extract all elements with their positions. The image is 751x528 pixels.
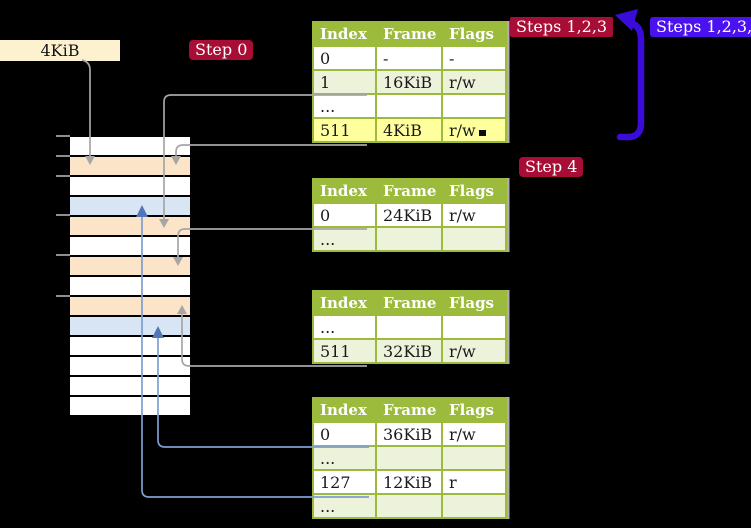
cell-flags [441, 445, 507, 471]
cell-flags [441, 314, 507, 340]
table-row: 1 16KiB r/w [312, 69, 507, 95]
cell-frame: 36KiB [375, 421, 443, 447]
cell-flags: r/w [441, 69, 507, 95]
memory-frame-row [70, 157, 190, 175]
arrow-l4entry511-to-4kib [175, 144, 367, 156]
table-row: ... [312, 93, 507, 119]
cell-index: ... [312, 226, 377, 252]
table-header-row: Index Frame Flags [312, 178, 507, 204]
memory-frame-row [70, 197, 190, 215]
table-header-row: Index Frame Flags [312, 290, 507, 316]
physical-memory-column [70, 137, 190, 417]
arrowhead-upleft-icon [615, 9, 638, 31]
cell-flags: r/w [441, 202, 507, 228]
table-row: 0 - - [312, 45, 507, 71]
cell-frame [375, 93, 443, 119]
memory-frame-row [70, 317, 190, 335]
memory-tick-marks [56, 135, 70, 297]
col-header-frame: Frame [375, 290, 443, 316]
cell-index: 511 [312, 117, 377, 143]
steps123-badge: Steps 1,2,3 [510, 17, 614, 37]
table-header-row: Index Frame Flags [312, 397, 507, 423]
table-row: 511 32KiB r/w [312, 338, 507, 364]
cell-frame [375, 445, 443, 471]
table-header-row: Index Frame Flags [312, 21, 507, 47]
cell-index: 0 [312, 421, 377, 447]
cell-index: 127 [312, 469, 377, 495]
cell-flags: - [441, 45, 507, 71]
cell-index: 511 [312, 338, 377, 364]
table-row: ... [312, 314, 507, 340]
col-header-index: Index [312, 397, 377, 423]
page-table-level3: Index Frame Flags 0 24KiB r/w ... [312, 178, 507, 252]
recursive-loop-arrow-shaft [616, 19, 645, 141]
col-header-index: Index [312, 21, 377, 47]
cell-index: 1 [312, 69, 377, 95]
cell-frame: 4KiB [375, 117, 443, 143]
cell-flags: r [441, 469, 507, 495]
memory-frame-row [70, 397, 190, 415]
memory-frame-row [70, 337, 190, 355]
table-row: 0 24KiB r/w [312, 202, 507, 228]
step4-badge: Step 4 [519, 157, 584, 177]
memory-frame-row [70, 177, 190, 195]
memory-frame-row [70, 277, 190, 295]
col-header-flags: Flags [441, 397, 507, 423]
memory-frame-row [70, 237, 190, 255]
cell-flags: r/w [441, 117, 507, 143]
col-header-index: Index [312, 178, 377, 204]
col-header-flags: Flags [441, 178, 507, 204]
table-row: ... [312, 226, 507, 252]
cell-frame: 32KiB [375, 338, 443, 364]
steps1234-badge: Steps 1,2,3,4 [650, 17, 751, 37]
cell-flags [441, 493, 507, 519]
cell-flags: r/w [441, 421, 507, 447]
memory-frame-row [70, 377, 190, 395]
memory-frame-row [70, 137, 190, 155]
col-header-frame: Frame [375, 21, 443, 47]
cell-frame: 24KiB [375, 202, 443, 228]
table-row-highlighted: 511 4KiB r/w [312, 117, 507, 143]
page-table-level1: Index Frame Flags 0 36KiB r/w ... 127 12… [312, 397, 507, 519]
cell-index: ... [312, 314, 377, 340]
memory-frame-row [70, 297, 190, 315]
cell-index: ... [312, 445, 377, 471]
cell-index: ... [312, 93, 377, 119]
cell-index: ... [312, 493, 377, 519]
recursive-loop-arrow [615, 9, 645, 141]
col-header-frame: Frame [375, 178, 443, 204]
memory-frame-row [70, 257, 190, 275]
table-row: ... [312, 445, 507, 471]
col-header-flags: Flags [441, 290, 507, 316]
page-table-level4: Index Frame Flags 0 - - 1 16KiB r/w ... … [312, 21, 507, 143]
cell-frame: 16KiB [375, 69, 443, 95]
cell-flags [441, 226, 507, 252]
col-header-index: Index [312, 290, 377, 316]
cell-frame: 12KiB [375, 469, 443, 495]
table-row: 127 12KiB r [312, 469, 507, 495]
cell-frame [375, 226, 443, 252]
col-header-frame: Frame [375, 397, 443, 423]
cell-index: 0 [312, 202, 377, 228]
cell-frame: - [375, 45, 443, 71]
frame-address-label: 4KiB [0, 40, 120, 61]
memory-frame-row [70, 217, 190, 235]
table-row: ... [312, 493, 507, 519]
cell-frame [375, 314, 443, 340]
step0-badge: Step 0 [189, 40, 254, 60]
memory-frame-row [70, 357, 190, 375]
cell-flags [441, 93, 507, 119]
cell-frame [375, 493, 443, 519]
cell-flags: r/w [441, 338, 507, 364]
col-header-flags: Flags [441, 21, 507, 47]
cell-index: 0 [312, 45, 377, 71]
table-row: 0 36KiB r/w [312, 421, 507, 447]
page-table-level2: Index Frame Flags ... 511 32KiB r/w [312, 290, 507, 364]
